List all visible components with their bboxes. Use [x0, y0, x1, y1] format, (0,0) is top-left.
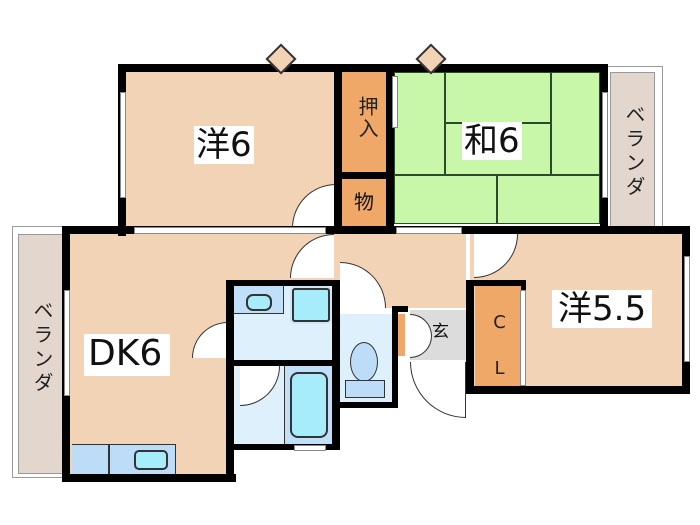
- label-oshiire: 押入: [355, 96, 379, 140]
- label-balcony-east: ベランダ: [622, 104, 646, 200]
- room-label-western-5-5: 洋5.5: [552, 290, 653, 328]
- wall: [392, 306, 398, 408]
- room-label-western-6: 洋6: [194, 125, 254, 165]
- room-label-japanese-6: 和6: [462, 121, 522, 161]
- storage-mono: [341, 179, 391, 226]
- wall: [334, 64, 342, 228]
- wall: [340, 172, 390, 179]
- balcony-west: [18, 234, 64, 474]
- shoe-cabinet: [396, 314, 405, 356]
- tatami-mat: [550, 72, 600, 176]
- label-entrance: 玄: [432, 322, 449, 342]
- window[interactable]: [602, 92, 608, 198]
- tatami-mat: [394, 72, 446, 176]
- label-balcony-west: ベランダ: [30, 300, 54, 396]
- room-label-dk-6: DK6: [84, 334, 171, 376]
- wall: [226, 444, 340, 450]
- toilet-icon: [350, 342, 378, 382]
- toilet-tank-icon: [345, 380, 385, 398]
- stove-divider: [108, 444, 110, 474]
- window[interactable]: [294, 445, 326, 451]
- balcony-east: [610, 72, 655, 228]
- window[interactable]: [520, 290, 526, 386]
- window[interactable]: [392, 76, 398, 128]
- wall: [392, 306, 408, 312]
- label-mono: 物: [354, 190, 374, 214]
- wall: [386, 64, 394, 230]
- front-door[interactable]: [410, 362, 466, 418]
- wall: [466, 386, 690, 394]
- window[interactable]: [134, 227, 326, 234]
- washing-machine-icon: [292, 288, 330, 322]
- closet-cl: [475, 286, 521, 386]
- kitchen-sink-icon: [134, 450, 168, 470]
- wall: [466, 280, 526, 286]
- wall: [226, 280, 340, 286]
- wall: [332, 280, 340, 448]
- bathtub-icon: [290, 372, 328, 438]
- window[interactable]: [684, 256, 690, 362]
- wall: [226, 360, 336, 366]
- tatami-mat: [444, 72, 552, 124]
- washbasin-icon: [246, 294, 272, 311]
- closet-oshiire: [341, 72, 391, 172]
- window[interactable]: [64, 290, 70, 396]
- label-closet-cl: C L: [489, 312, 510, 381]
- tatami-mat: [496, 174, 600, 224]
- wall: [336, 402, 398, 408]
- tatami-mat: [394, 174, 498, 224]
- wall: [466, 280, 474, 394]
- window[interactable]: [120, 92, 126, 198]
- window[interactable]: [396, 227, 462, 234]
- wall: [62, 474, 236, 482]
- wall: [226, 280, 234, 476]
- wall: [118, 64, 608, 72]
- wall: [62, 226, 690, 234]
